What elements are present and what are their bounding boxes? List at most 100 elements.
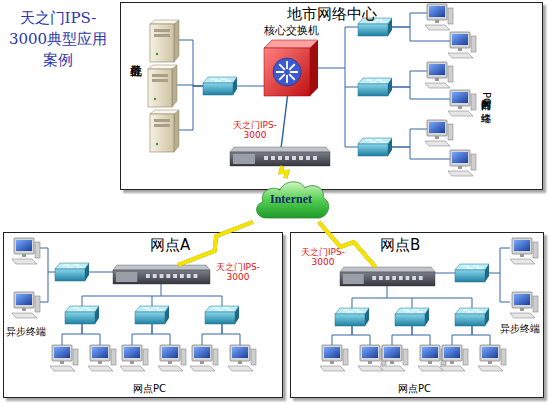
- pc-tower: [501, 349, 506, 365]
- switch-front: [135, 312, 165, 324]
- pc-stand: [390, 361, 394, 364]
- ips-port: [194, 274, 198, 278]
- network-wire: [222, 324, 240, 345]
- server-bay: [154, 29, 170, 32]
- server-front: [148, 69, 172, 107]
- switch-icon: [205, 306, 239, 324]
- pc-keyboard: [425, 25, 450, 30]
- pc-monitor: [420, 345, 440, 361]
- ips-port: [166, 274, 170, 278]
- network-wire: [352, 326, 370, 345]
- switch-icon: [203, 77, 237, 95]
- switch-side: [388, 18, 392, 36]
- core-front: [264, 48, 310, 96]
- network-wire: [435, 273, 455, 274]
- switch-front: [205, 312, 235, 324]
- network-wire: [332, 326, 352, 345]
- switch-arrows: [63, 265, 83, 267]
- switch-top: [135, 306, 169, 312]
- pc-keyboard: [510, 259, 535, 264]
- server-top: [150, 20, 179, 24]
- pc-screen: [124, 347, 140, 358]
- pc-stand: [168, 361, 172, 364]
- pc-icon: [158, 345, 186, 371]
- pc-screen: [429, 122, 445, 133]
- ips-port: [399, 276, 403, 280]
- network-wire: [412, 326, 430, 345]
- switch-side: [165, 306, 169, 324]
- pc-stand: [98, 361, 102, 364]
- pc-stand: [22, 308, 26, 311]
- switch-arrows: [73, 308, 93, 310]
- pc-icon: [448, 32, 476, 58]
- ips-top: [113, 265, 210, 270]
- switch-arrows: [211, 79, 231, 81]
- switch-side: [365, 308, 369, 326]
- pc-keyboard: [448, 171, 473, 176]
- pc-screen: [92, 347, 108, 358]
- pc-keyboard: [12, 313, 37, 318]
- pc-icon: [425, 62, 453, 88]
- switch-side: [485, 308, 489, 326]
- core-arrows: [276, 61, 298, 83]
- network-wire: [472, 326, 490, 345]
- ips-port: [180, 274, 184, 278]
- network-wire: [237, 86, 264, 87]
- pc-tower: [111, 349, 116, 365]
- switch-side: [485, 264, 489, 282]
- switch-icon: [335, 308, 369, 326]
- network-wire: [222, 296, 223, 306]
- pc-stand: [368, 361, 372, 364]
- device-label: 天之门IPS-3000: [213, 262, 263, 283]
- pc-monitor: [512, 238, 532, 254]
- pc-icon: [320, 345, 348, 371]
- server-front: [150, 114, 174, 152]
- switch-arrows: [403, 310, 423, 312]
- network-wire: [392, 129, 427, 147]
- switch-arrows: [366, 80, 386, 82]
- group-label: 内网各部门PC终端: [480, 92, 492, 105]
- pc-stand: [330, 361, 334, 364]
- pc-icon: [510, 238, 538, 264]
- network-wire: [161, 284, 162, 296]
- pc-tower: [533, 242, 538, 258]
- pc-stand: [22, 254, 26, 257]
- pc-keyboard: [228, 366, 253, 371]
- pc-icon: [12, 292, 40, 318]
- network-wire: [392, 13, 427, 27]
- pc-keyboard: [425, 83, 450, 88]
- pc-monitor: [360, 345, 380, 361]
- pc-monitor: [512, 292, 532, 308]
- ips-port: [187, 274, 191, 278]
- switch-arrows: [463, 266, 483, 268]
- ips-port: [271, 156, 275, 160]
- network-wire: [202, 324, 222, 345]
- server-icon: [150, 20, 179, 62]
- switch-front: [358, 24, 388, 36]
- server-bay: [154, 34, 170, 37]
- ips-port: [412, 276, 416, 280]
- ips-port: [299, 156, 303, 160]
- network-wire: [392, 71, 427, 87]
- pc-screen: [324, 347, 340, 358]
- server-led: [156, 143, 158, 145]
- server-top: [148, 65, 177, 69]
- server-side: [172, 65, 177, 107]
- pc-monitor: [230, 345, 250, 361]
- pc-stand: [435, 136, 439, 139]
- ips-port: [278, 156, 282, 160]
- ips-port: [392, 276, 396, 280]
- switch-icon: [135, 306, 169, 324]
- pc-monitor: [90, 345, 110, 361]
- network-wire: [489, 248, 510, 273]
- pc-screen: [384, 347, 400, 358]
- switch-side: [388, 78, 392, 96]
- pc-icon: [478, 345, 506, 371]
- pc-screen: [444, 347, 460, 358]
- site-title: 网点A: [150, 237, 210, 254]
- ips-port: [306, 156, 310, 160]
- pc-monitor: [427, 62, 447, 78]
- ips-port: [372, 276, 376, 280]
- switch-arrows: [366, 140, 386, 142]
- pc-monitor: [122, 345, 142, 361]
